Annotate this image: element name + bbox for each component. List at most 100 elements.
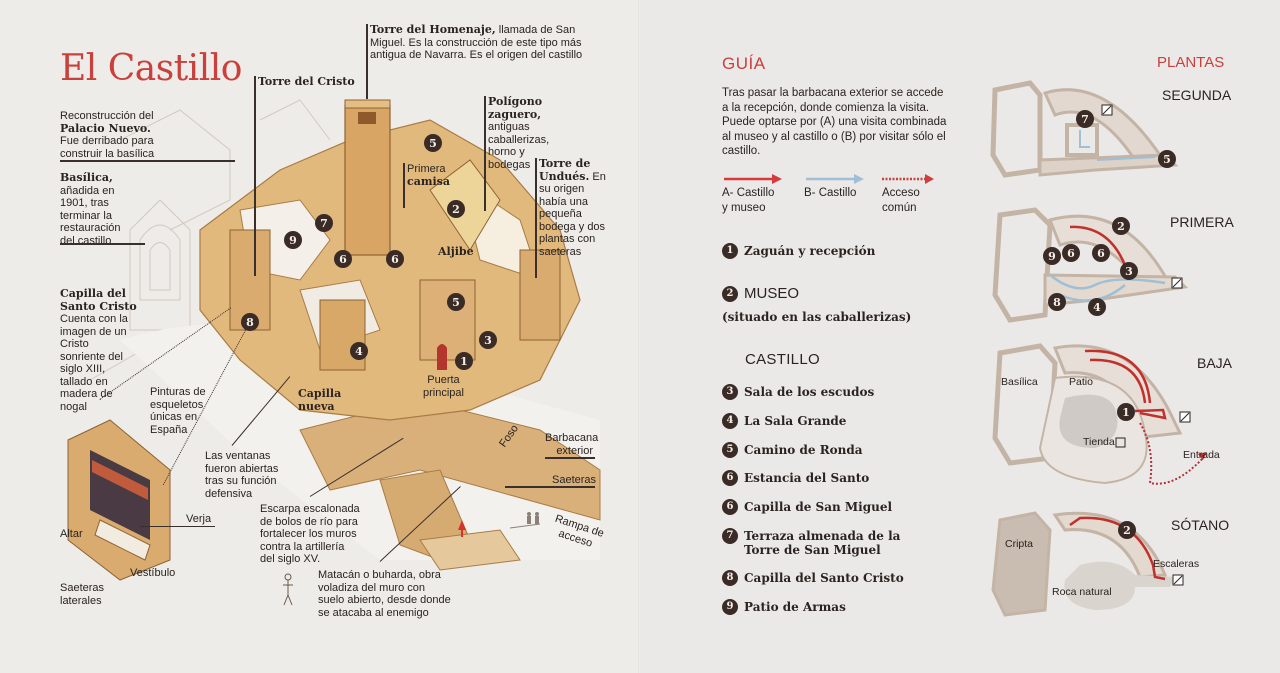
- marker-6: 6: [386, 250, 404, 268]
- plan-marker-6: 6: [1092, 244, 1110, 262]
- label-pinturas: Pinturas de esqueletos únicas en España: [150, 386, 206, 436]
- label-saeteras: Saeteras: [552, 474, 597, 486]
- label-torre-homenaje: Torre del Homenaje, llamada de San Migue…: [370, 23, 583, 61]
- label-palacio-nuevo: Reconstrucción del Palacio Nuevo. Fue de…: [60, 110, 155, 160]
- plan-marker-7: 7: [1076, 110, 1094, 128]
- leader-line: [254, 76, 256, 276]
- label-escarpa: Escarpa escalonada de bolos de río para …: [260, 503, 360, 565]
- label-primera-camisa: Primera camisa: [407, 163, 450, 188]
- list-item: 3 Sala de los escudos: [722, 384, 874, 400]
- label-poligono-zaguero: Polígono zaguero, antiguas caballerizas,…: [488, 95, 550, 171]
- label-verja: Verja: [186, 513, 212, 525]
- label-matacan: Matacán o buharda, obra voladiza del mur…: [318, 569, 451, 619]
- number-badge: 9: [722, 599, 738, 615]
- legend-route-b: B- Castillo: [804, 187, 857, 199]
- list-item-museo: 2 MUSEO: [722, 286, 799, 302]
- number-badge: 1: [722, 243, 738, 259]
- guide-intro: Tras pasar la barbacana exterior se acce…: [722, 87, 947, 157]
- guide-heading: GUÍA: [722, 54, 766, 73]
- marker-4: 4: [350, 342, 368, 360]
- label-ventanas: Las ventanas fueron abiertas tras su fun…: [205, 450, 279, 500]
- number-badge: 8: [722, 570, 738, 586]
- plan-label-patio: Patio: [1069, 376, 1093, 388]
- label-aljibe: Aljibe: [438, 245, 474, 258]
- floor-heading-segunda: SEGUNDA: [1162, 87, 1232, 103]
- number-badge: 6: [722, 499, 738, 515]
- left-page: El Castillo Torre del Cristo Torre del H…: [60, 23, 606, 619]
- label-barbacana-exterior: Barbacana exterior: [545, 432, 599, 457]
- plantas-heading: PLANTAS: [1157, 54, 1225, 71]
- floor-plan-sotano: [991, 511, 1184, 617]
- leader-line: [484, 96, 486, 211]
- floor-heading-baja: BAJA: [1197, 355, 1233, 371]
- label-altar: Altar: [60, 528, 83, 540]
- floor-heading-primera: PRIMERA: [1170, 214, 1234, 230]
- plan-marker-2: 2: [1118, 521, 1136, 539]
- list-item: 1 Zaguán y recepción: [722, 243, 875, 259]
- leader-line: [535, 158, 537, 278]
- leader-line: [140, 526, 215, 527]
- plan-label-cripta: Cripta: [1005, 538, 1034, 550]
- museo-subtitle: (situado en las caballerizas): [722, 310, 912, 324]
- plan-label-entrada: Entrada: [1183, 449, 1220, 461]
- floor-plan-primera: [992, 207, 1189, 323]
- list-item: 9 Patio de Armas: [722, 599, 846, 615]
- common-access-arrow-icon: [882, 174, 934, 184]
- plan-marker-9: 9: [1043, 247, 1061, 265]
- plan-marker-4: 4: [1088, 298, 1106, 316]
- list-item: 6 Estancia del Santo: [722, 470, 869, 486]
- plan-marker-6: 6: [1062, 244, 1080, 262]
- label-torre-undues: Torre de Undués. En su origen había una …: [539, 157, 606, 258]
- label-puerta-principal: Puerta principal: [423, 374, 464, 399]
- page-title: El Castillo: [60, 48, 242, 89]
- marker-7: 7: [315, 214, 333, 232]
- plan-marker-8: 8: [1048, 293, 1066, 311]
- leader-line: [60, 243, 145, 245]
- plan-marker-3: 3: [1120, 262, 1138, 280]
- floor-heading-sotano: SÓTANO: [1171, 517, 1230, 533]
- marker-5: 5: [424, 134, 442, 152]
- leader-line: [505, 486, 595, 488]
- plan-marker-2: 2: [1112, 217, 1130, 235]
- plan-label-escaleras: Escaleras: [1153, 558, 1200, 570]
- list-item: 8 Capilla del Santo Cristo: [722, 570, 904, 586]
- list-item: 5 Camino de Ronda: [722, 442, 863, 458]
- plan-marker-1: 1: [1117, 403, 1135, 421]
- leader-line: [60, 160, 235, 162]
- label-saeteras-laterales: Saeteras laterales: [60, 582, 105, 607]
- leader-line: [403, 163, 405, 208]
- marker-9: 9: [284, 231, 302, 249]
- leader-line: [366, 24, 368, 99]
- route-b-arrow-icon: [806, 174, 864, 184]
- floor-plan-baja: [992, 343, 1207, 485]
- right-page: [640, 0, 1280, 673]
- marker-1: 1: [455, 352, 473, 370]
- marker-6: 6: [334, 250, 352, 268]
- marker-2: 2: [447, 200, 465, 218]
- label-capilla-santo-cristo: Capilla del Santo Cristo Cuenta con la i…: [60, 287, 137, 413]
- list-item: 4 La Sala Grande: [722, 413, 846, 429]
- number-badge: 2: [722, 286, 738, 302]
- list-item: 6 Capilla de San Miguel: [722, 499, 892, 515]
- leader-line: [545, 457, 595, 459]
- number-badge: 4: [722, 413, 738, 429]
- marker-3: 3: [479, 331, 497, 349]
- label-torre-cristo: Torre del Cristo: [258, 75, 355, 88]
- label-vestibulo: Vestíbulo: [130, 567, 176, 579]
- route-a-arrow-icon: [724, 174, 782, 184]
- castillo-heading: CASTILLO: [745, 351, 820, 368]
- plan-label-basilica: Basílica: [1001, 376, 1038, 388]
- plan-label-roca-natural: Roca natural: [1052, 586, 1112, 598]
- number-badge: 3: [722, 384, 738, 400]
- number-badge: 6: [722, 470, 738, 486]
- label-basilica: Basílica, añadida en 1901, tras terminar…: [60, 171, 121, 247]
- number-badge: 7: [722, 528, 738, 544]
- number-badge: 5: [722, 442, 738, 458]
- plan-label-tienda: Tienda: [1083, 436, 1115, 448]
- label-capilla-nueva: Capilla nueva: [298, 387, 342, 413]
- marker-5: 5: [447, 293, 465, 311]
- plan-marker-5: 5: [1158, 150, 1176, 168]
